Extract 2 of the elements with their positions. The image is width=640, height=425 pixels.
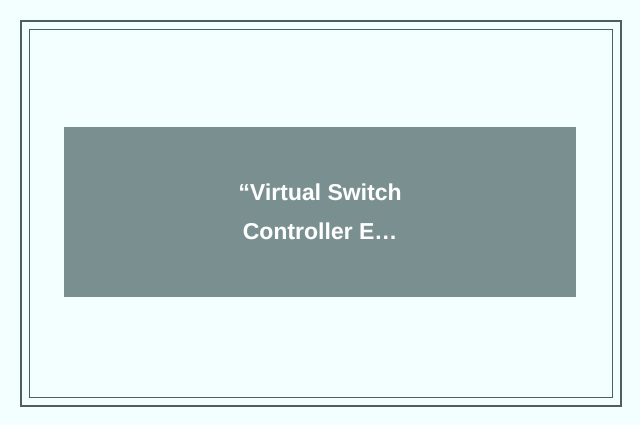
placeholder-box: [64, 127, 576, 297]
placeholder-text: “Virtual Switch Controller E…: [237, 178, 403, 246]
